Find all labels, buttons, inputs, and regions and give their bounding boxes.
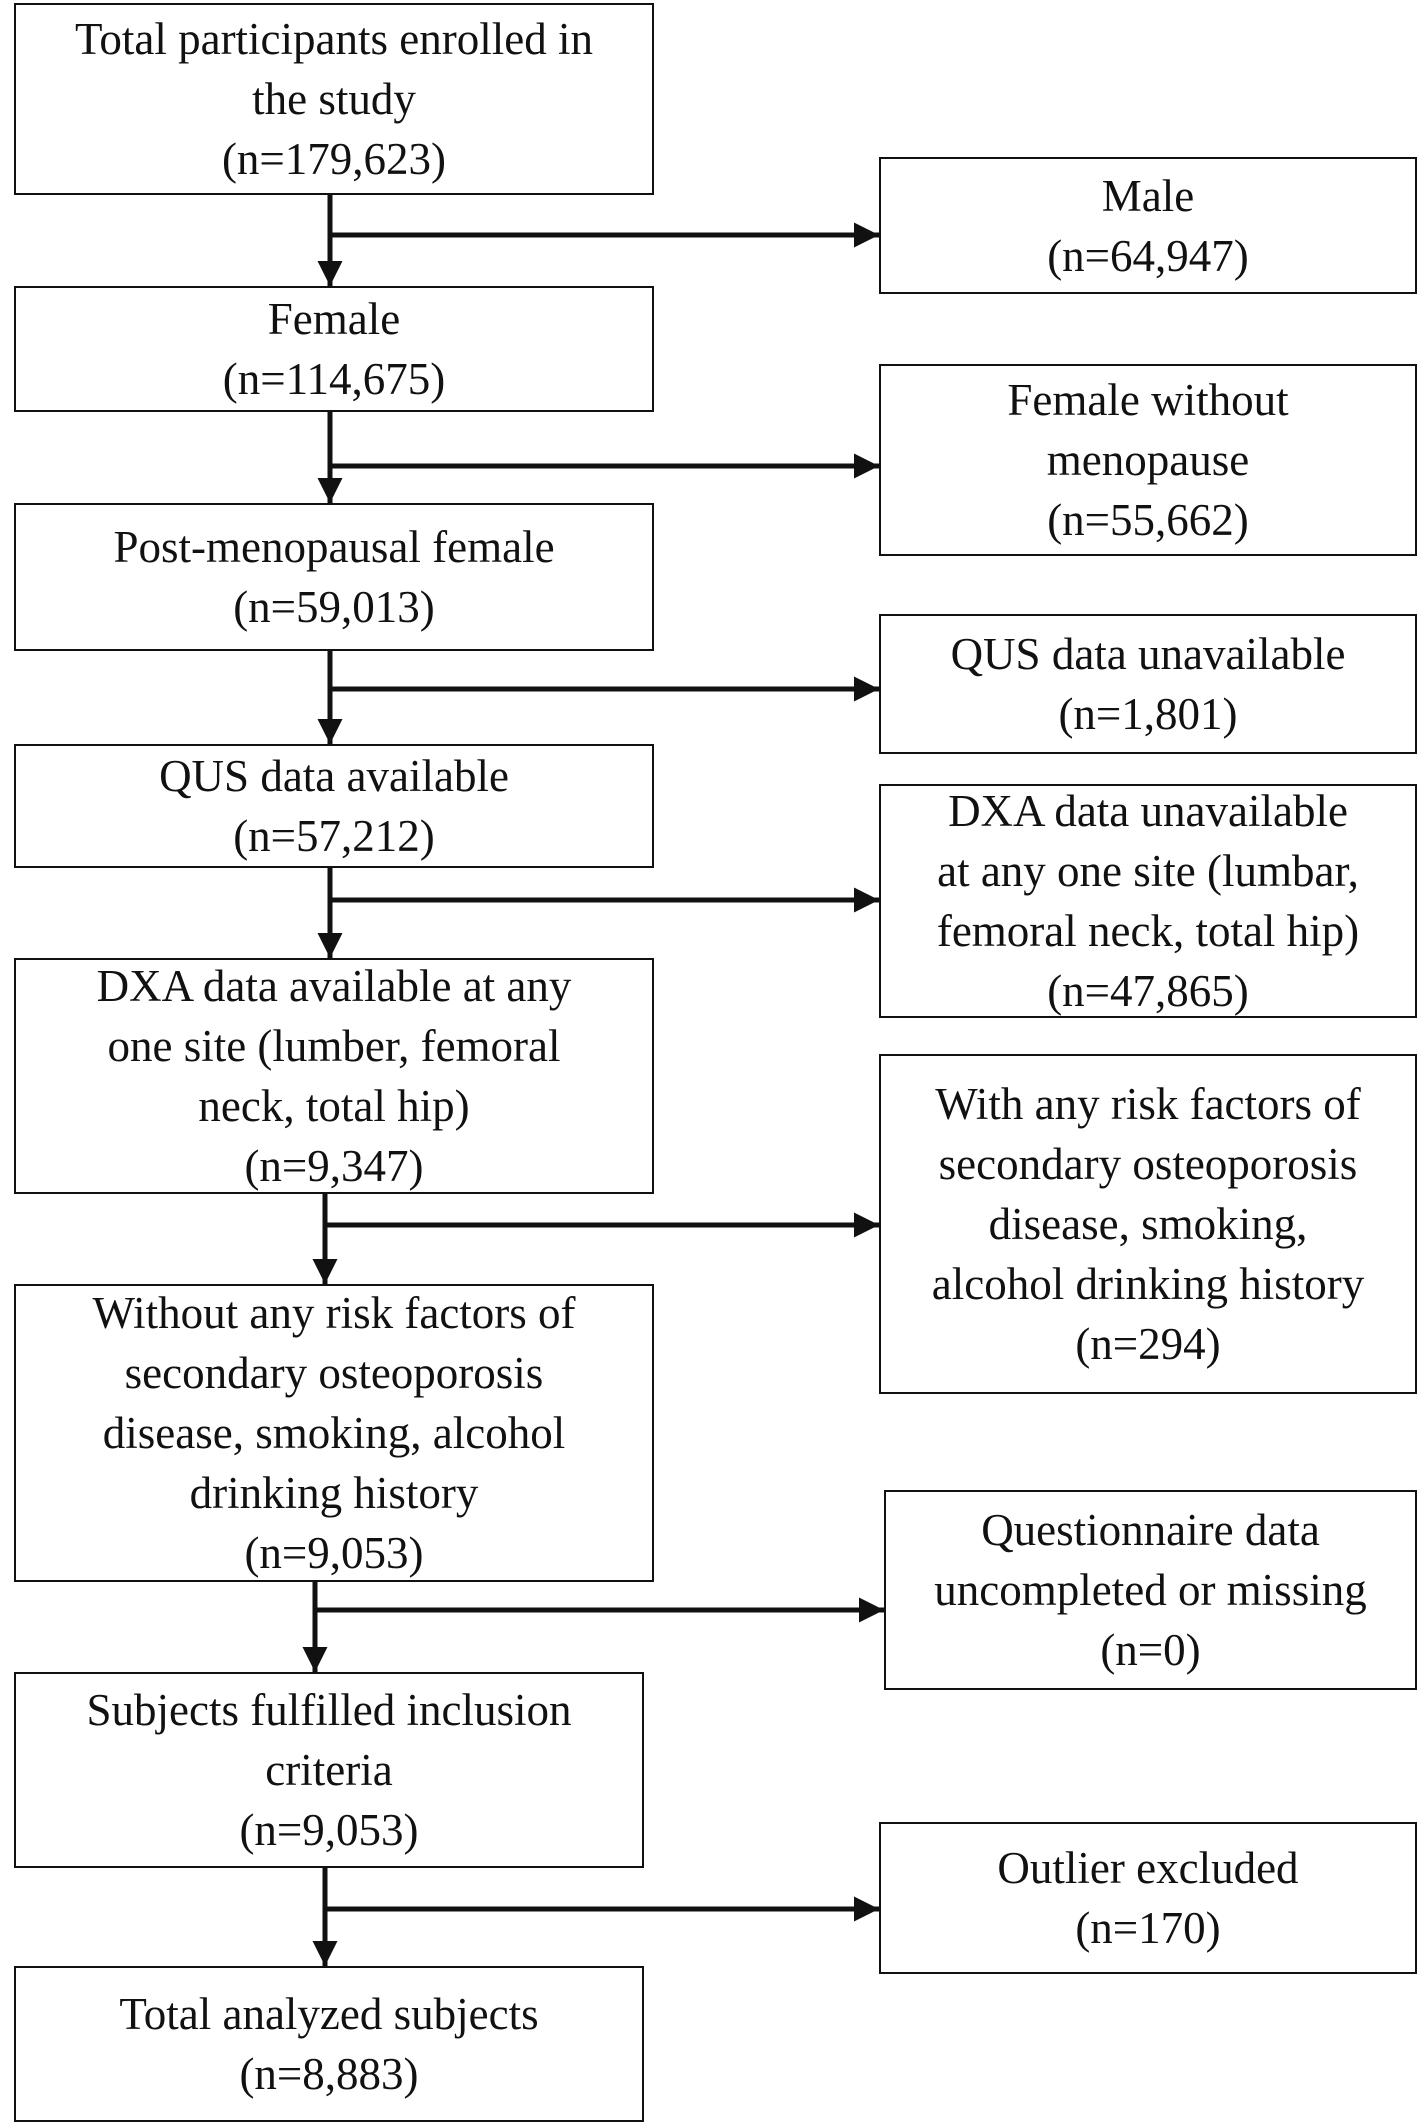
included-box-dxa-available: DXA data available at any one site (lumbe… — [14, 958, 654, 1194]
excluded-box-risk-factors: With any risk factors of secondary osteop… — [879, 1054, 1417, 1394]
box-text-line: menopause — [1046, 435, 1250, 485]
excluded-box-questionnaire: Questionnaire data uncompleted or missing… — [884, 1490, 1417, 1690]
included-box-postmenopausal: Post-menopausal female (n=59,013) — [14, 503, 654, 651]
box-text-line: at any one site (lumbar, — [937, 846, 1359, 896]
box-text-line: (n=0) — [1100, 1625, 1201, 1675]
box-text-line: (n=55,662) — [1047, 495, 1249, 545]
box-text-line: Female — [267, 294, 401, 344]
box-text-line: (n=9,053) — [239, 1805, 419, 1855]
box-text-line: the study — [252, 74, 416, 124]
included-box-inclusion-criteria: Subjects fulfilled inclusion criteria (n=9… — [14, 1672, 644, 1868]
included-box-analyzed: Total analyzed subjects (n=8,883) — [14, 1966, 644, 2122]
box-text-line: femoral neck, total hip) — [936, 906, 1360, 956]
box-text-line: QUS data available — [159, 751, 509, 801]
box-text-line: secondary osteoporosis — [938, 1139, 1358, 1189]
box-text-line: (n=179,623) — [221, 134, 447, 184]
box-text-line: one site (lumber, femoral — [107, 1021, 561, 1071]
box-text-line: alcohol drinking history — [931, 1259, 1365, 1309]
box-text-line: secondary osteoporosis — [124, 1348, 544, 1398]
box-text-line: neck, total hip) — [198, 1081, 470, 1131]
included-box-no-risk-factors: Without any risk factors of secondary ost… — [14, 1284, 654, 1582]
box-text-line: criteria — [265, 1745, 393, 1795]
box-text-line: With any risk factors of — [935, 1079, 1361, 1129]
box-text-line: Total participants enrolled in — [75, 14, 593, 64]
excluded-box-dxa-unavailable: DXA data unavailable at any one site (lum… — [879, 784, 1417, 1018]
box-text-line: (n=170) — [1075, 1903, 1221, 1953]
excluded-box-no-menopause: Female without menopause (n=55,662) — [879, 364, 1417, 556]
box-text-line: QUS data unavailable — [950, 629, 1346, 679]
box-text-line: (n=8,883) — [239, 2049, 419, 2099]
box-text-line: Post-menopausal female — [113, 522, 555, 572]
box-text-line: (n=47,865) — [1047, 966, 1249, 1016]
box-text-line: (n=59,013) — [233, 582, 435, 632]
included-box-female: Female (n=114,675) — [14, 286, 654, 412]
box-text-line: Total analyzed subjects — [119, 1989, 539, 2039]
box-text-line: (n=9,053) — [244, 1528, 424, 1578]
included-box-enrolled: Total participants enrolled in the study (… — [14, 3, 654, 195]
included-box-qus-available: QUS data available (n=57,212) — [14, 744, 654, 868]
box-text-line: Male — [1101, 170, 1195, 221]
box-text-line: Outlier excluded — [997, 1843, 1299, 1893]
box-text-line: DXA data unavailable — [948, 786, 1348, 836]
box-text-line: (n=114,675) — [222, 354, 446, 404]
box-text-line: drinking history — [189, 1468, 479, 1518]
box-text-line: (n=9,347) — [244, 1141, 424, 1191]
box-text-line: DXA data available at any — [96, 961, 572, 1011]
box-text-line: uncompleted or missing — [934, 1565, 1367, 1615]
excluded-box-male: Male (n=64,947) — [879, 157, 1417, 294]
excluded-box-qus-unavailable: QUS data unavailable (n=1,801) — [879, 614, 1417, 754]
excluded-box-outlier: Outlier excluded (n=170) — [879, 1822, 1417, 1974]
box-text-line: Questionnaire data — [981, 1505, 1320, 1555]
box-text-line: (n=64,947) — [1047, 230, 1249, 281]
box-text-line: Female without — [1007, 375, 1289, 425]
box-text-line: (n=57,212) — [233, 811, 435, 861]
box-text-line: (n=1,801) — [1058, 689, 1238, 739]
box-text-line: Subjects fulfilled inclusion — [86, 1685, 572, 1735]
box-text-line: disease, smoking, alcohol — [102, 1408, 566, 1458]
box-text-line: disease, smoking, — [988, 1199, 1308, 1249]
box-text-line: Without any risk factors of — [92, 1288, 576, 1338]
box-text-line: (n=294) — [1075, 1319, 1221, 1369]
